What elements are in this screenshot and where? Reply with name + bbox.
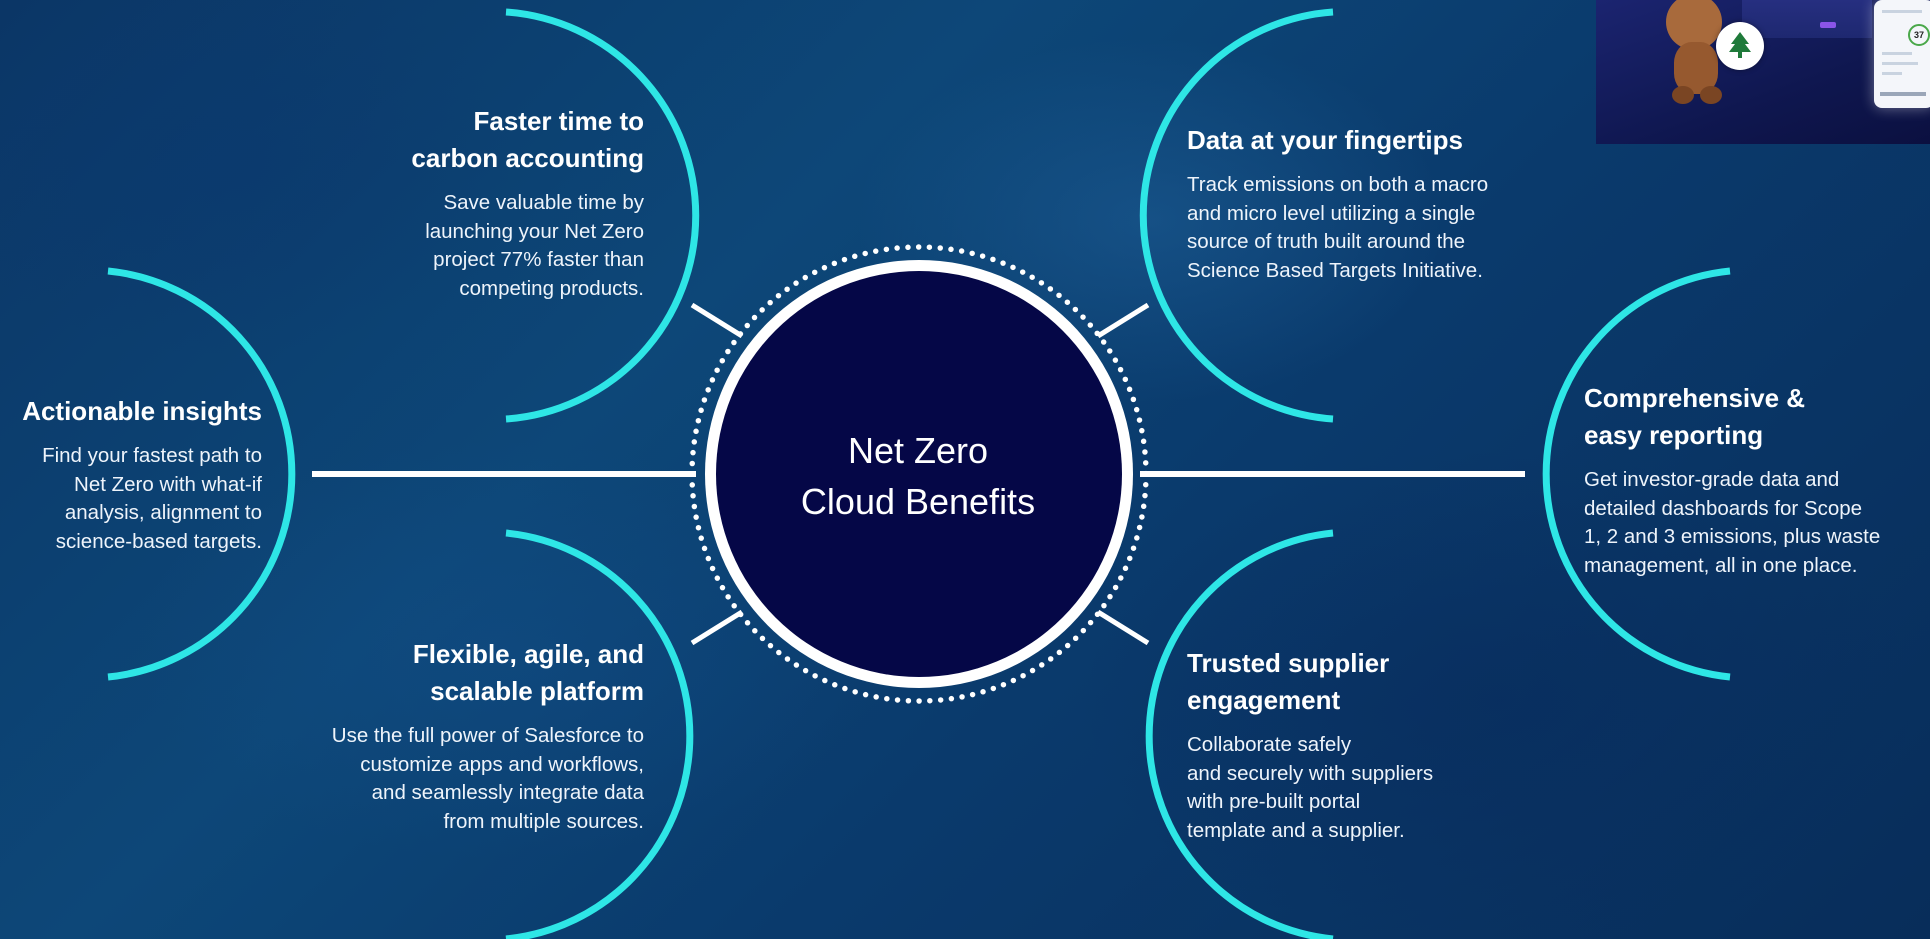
benefit-body-line: source of truth built around the — [1187, 230, 1466, 253]
benefit-title-line: carbon accounting — [411, 143, 644, 173]
benefit-title: Comprehensive & easy reporting — [1584, 380, 1924, 454]
benefit-title-line: Flexible, agile, and — [412, 639, 644, 669]
benefit-title-line: Faster time to — [473, 106, 645, 136]
benefit-body-line: project 77% faster than — [433, 248, 644, 271]
phone-line — [1882, 62, 1918, 65]
benefit-body-line: Net Zero with what-if — [74, 472, 262, 496]
benefit-title-line: easy reporting — [1584, 420, 1764, 450]
spoke-bottom-right — [1096, 609, 1150, 646]
hub-dotted-ring — [689, 244, 1149, 704]
phone-nav — [1880, 92, 1926, 96]
benefit-title-line: scalable platform — [430, 676, 644, 706]
score-badge: 37 — [1908, 24, 1930, 46]
phone-line — [1882, 52, 1912, 55]
benefit-body-line: science-based targets. — [55, 529, 262, 553]
tree-badge — [1716, 22, 1764, 70]
benefit-body-line: and securely with suppliers — [1187, 761, 1434, 785]
benefit-title: Data at your fingertips — [1187, 122, 1567, 159]
benefit-title: Faster time to carbon accounting — [264, 103, 644, 177]
benefit-title: Flexible, agile, and scalable platform — [224, 636, 644, 710]
chart-highlight-pill — [1820, 22, 1836, 28]
dashboard-chart-strip — [1742, 0, 1872, 38]
phone-line — [1882, 10, 1922, 13]
benefit-body-line: detailed dashboards for Scope — [1584, 496, 1863, 520]
benefit-body: Collaborate safely and securely with sup… — [1187, 731, 1527, 845]
benefit-body-line: Get investor-grade data and — [1584, 468, 1840, 491]
benefit-body-line: Science Based Targets Initiative. — [1187, 258, 1483, 282]
benefit-body-line: launching your Net Zero — [425, 219, 644, 243]
benefit-body-line: Find your fastest path to — [42, 444, 262, 467]
tree-icon — [1729, 32, 1751, 58]
benefit-body-line: 1, 2 and 3 emissions, plus waste — [1584, 525, 1881, 548]
benefit-body-line: Save valuable time by — [443, 191, 644, 214]
benefit-body: Use the full power of Salesforce to cust… — [224, 722, 644, 836]
benefit-body-line: template and a supplier. — [1187, 818, 1405, 842]
benefit-title-line: Actionable insights — [22, 396, 262, 426]
hub-title-line-1: Net Zero — [847, 430, 989, 471]
mascot-foot — [1700, 86, 1722, 104]
benefit-body-line: Track emissions on both a macro — [1187, 173, 1489, 196]
phone-line — [1882, 72, 1902, 75]
benefit-body: Get investor-grade data and detailed das… — [1584, 466, 1924, 580]
benefit-body-line: from multiple sources. — [443, 809, 644, 833]
spoke-top-right — [1096, 302, 1150, 339]
mascot-foot — [1672, 86, 1694, 104]
arc-left — [107, 267, 296, 681]
benefit-body-line: Collaborate safely — [1187, 733, 1352, 756]
arc-right — [1542, 267, 1731, 681]
benefit-body-line: and micro level utilizing a single — [1187, 201, 1476, 225]
arc-bottom-left — [505, 529, 694, 939]
benefit-body-line: with pre-built portal — [1187, 790, 1361, 813]
benefit-supplier-engagement: Trusted supplier engagement Collaborate … — [1187, 645, 1527, 845]
benefit-body: Find your fastest path to Net Zero with … — [0, 442, 262, 556]
benefit-title-line: Trusted supplier — [1187, 648, 1390, 678]
benefit-flexible-platform: Flexible, agile, and scalable platform U… — [224, 636, 644, 836]
benefit-body-line: Use the full power of Salesforce to — [331, 724, 644, 747]
hub-title: Net Zero Cloud Benefits — [708, 425, 1128, 527]
benefit-actionable-insights: Actionable insights Find your fastest pa… — [0, 393, 262, 556]
spoke-bottom-left — [690, 609, 744, 646]
benefit-title: Actionable insights — [0, 393, 262, 430]
benefit-faster-time: Faster time to carbon accounting Save va… — [264, 103, 644, 303]
mascot-body — [1674, 42, 1718, 94]
mascot — [1656, 0, 1746, 110]
benefit-title-line: Data at your fingertips — [1187, 125, 1463, 155]
benefit-title-line: engagement — [1187, 685, 1341, 715]
benefit-body-line: management, all in one place. — [1584, 553, 1858, 577]
benefit-body-line: analysis, alignment to — [64, 501, 262, 524]
benefit-data-fingertips: Data at your fingertips Track emissions … — [1187, 122, 1567, 285]
spoke-top-left — [690, 302, 744, 339]
arc-top-left — [505, 8, 700, 423]
product-preview-image: 37 — [1596, 0, 1930, 144]
mascot-head — [1666, 0, 1722, 50]
phone-preview: 37 — [1874, 0, 1930, 108]
benefit-body: Track emissions on both a macro and micr… — [1187, 171, 1567, 285]
arc-bottom-right — [1145, 529, 1334, 939]
benefit-body-line: and seamlessly integrate data — [371, 781, 644, 804]
arc-top-right — [1139, 8, 1334, 423]
benefit-title: Trusted supplier engagement — [1187, 645, 1527, 719]
benefit-body: Save valuable time by launching your Net… — [264, 189, 644, 303]
benefit-easy-reporting: Comprehensive & easy reporting Get inves… — [1584, 380, 1924, 580]
hub-title-line-2: Cloud Benefits — [800, 481, 1036, 522]
benefit-body-line: competing products. — [459, 276, 644, 300]
hub-core — [716, 271, 1122, 677]
benefit-title-line: Comprehensive & — [1584, 383, 1806, 413]
benefit-body-line: customize apps and workflows, — [360, 752, 644, 776]
